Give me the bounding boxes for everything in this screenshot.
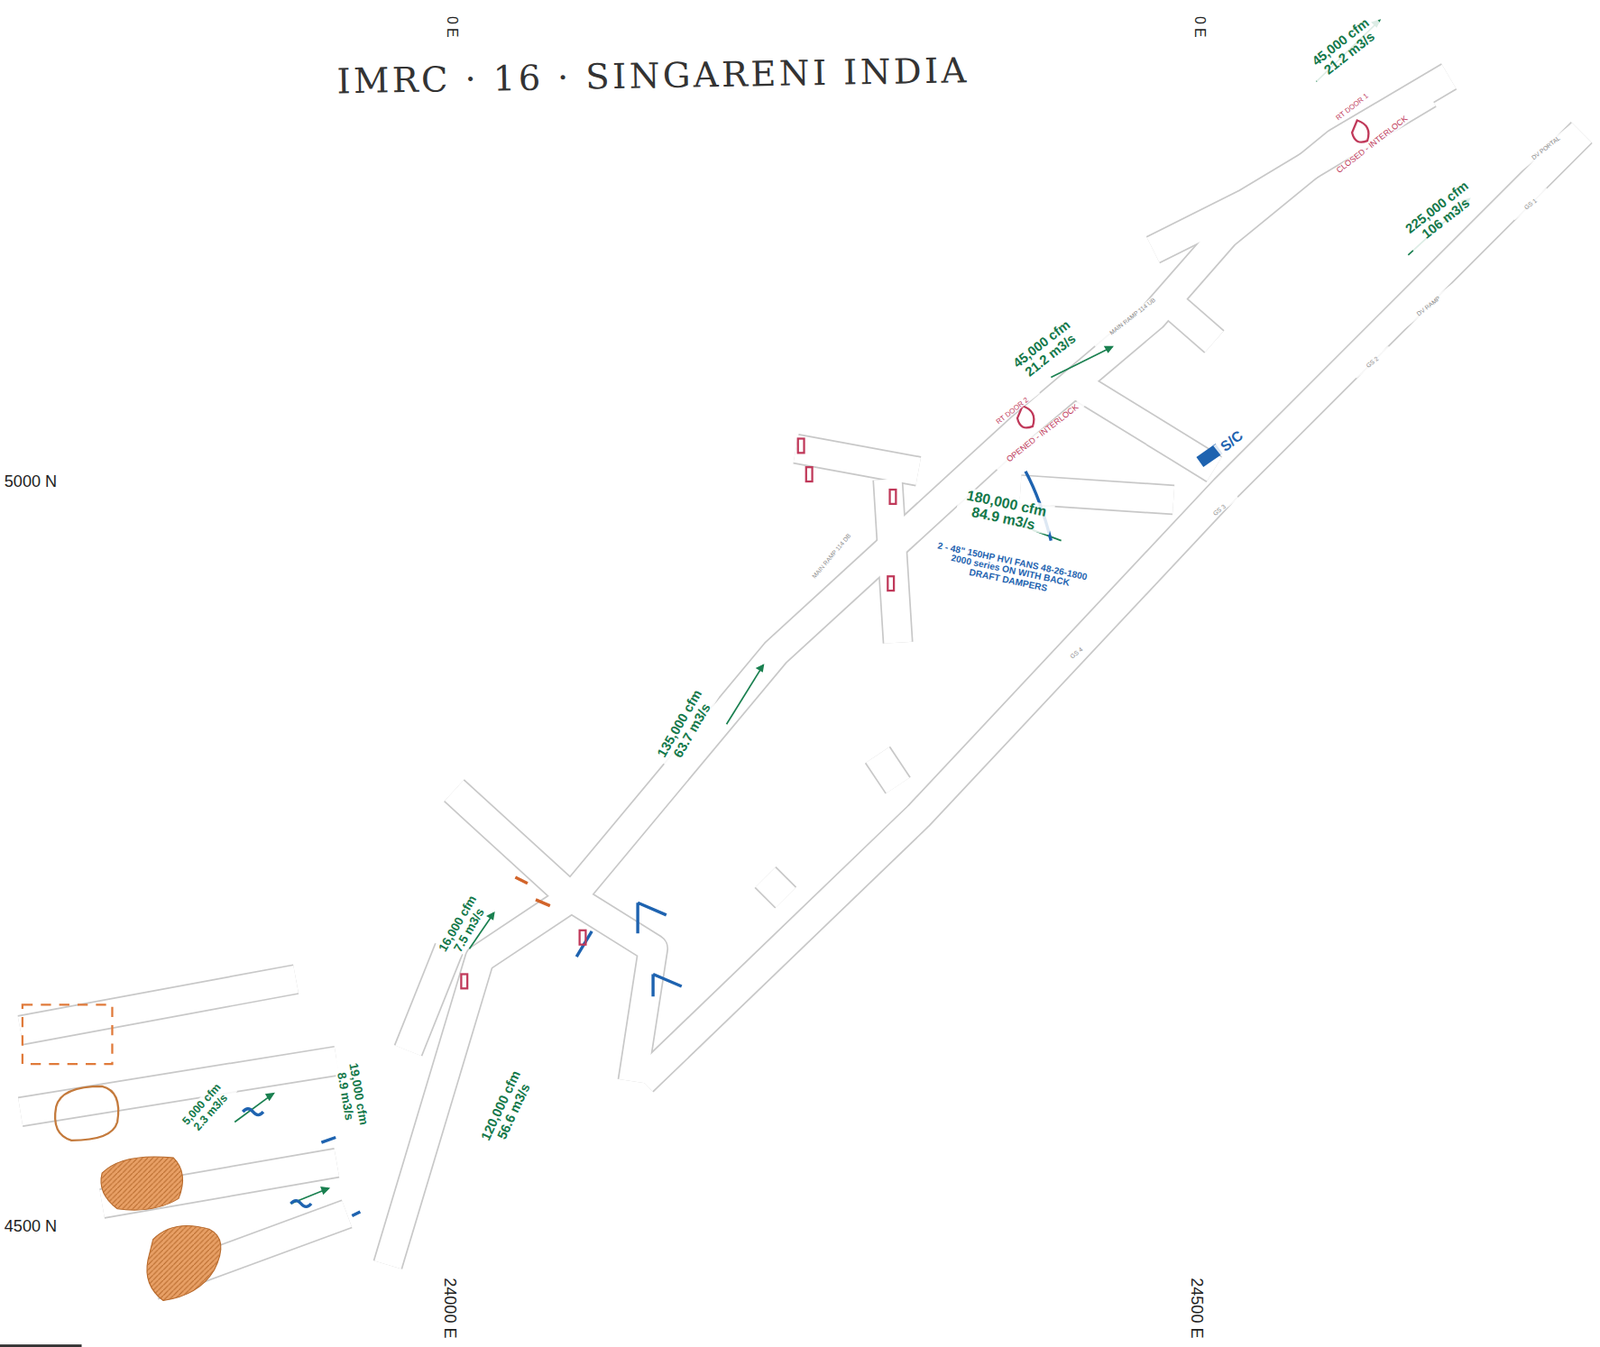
grid-coordinate: 24500 E bbox=[1186, 1265, 1205, 1347]
grid-coordinate: 5000 N bbox=[0, 472, 69, 490]
drift-outline bbox=[20, 76, 1582, 1287]
stoppings bbox=[514, 877, 550, 907]
airflow-label: 45,000 cfm 21.2 m3/s bbox=[1302, 9, 1388, 85]
drift-interior bbox=[20, 76, 1582, 1287]
grid-coordinate: 4500 N bbox=[0, 1217, 69, 1235]
grid-coordinate: 0 E bbox=[1192, 3, 1208, 49]
regulators bbox=[242, 445, 1221, 1216]
grid-coordinate: 0 E bbox=[444, 3, 460, 49]
grid-coordinate: 24000 E bbox=[440, 1265, 458, 1347]
goaf-area bbox=[55, 1086, 119, 1141]
panel-boundary bbox=[22, 1004, 113, 1065]
goaf-area bbox=[147, 1226, 221, 1302]
doors bbox=[460, 120, 1369, 990]
scale-bar bbox=[0, 1344, 83, 1347]
handwritten-title: IMRC · 16 · SINGARENI INDIA bbox=[263, 51, 1044, 102]
airflow-arrows bbox=[234, 20, 1470, 1205]
airflow-label: 120,000 cfm 56.6 m3/s bbox=[476, 1063, 538, 1153]
fan-label: 2 - 48" 150HP HVI FANS 48-26-1800 2000 s… bbox=[930, 541, 1091, 603]
goaf-area bbox=[101, 1157, 184, 1211]
airflow-label: 19,000 cfm 8.9 m3/s bbox=[332, 1054, 372, 1136]
